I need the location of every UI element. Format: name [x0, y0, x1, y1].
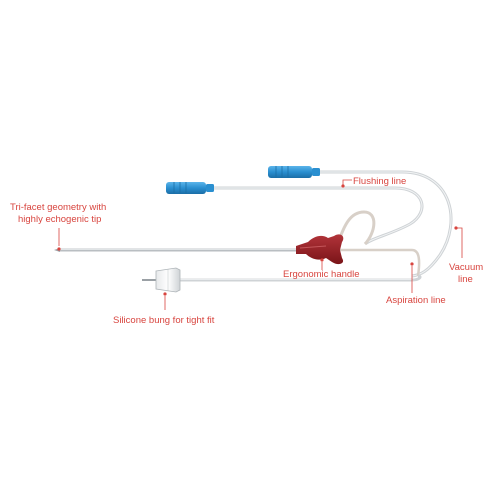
handle-outlet-tubing: [340, 248, 421, 277]
handle-marker: [320, 258, 324, 262]
handle-loop-tubing: [336, 210, 376, 246]
flushing-connector: [268, 166, 320, 178]
ergonomic-handle: [296, 234, 344, 265]
silicone-bung: [142, 267, 181, 293]
needle-shaft: [54, 248, 300, 252]
tip-label-line2: highly echogenic tip: [18, 214, 101, 225]
tip-label-line1: Tri-facet geometry with: [10, 202, 106, 213]
flushing-leader: [342, 179, 352, 186]
ergonomic-handle-label: Ergonomic handle: [283, 269, 360, 280]
bung-marker: [163, 292, 167, 296]
vacuum-leader: [456, 227, 463, 258]
silicone-bung-label: Silicone bung for tight fit: [113, 315, 215, 326]
flushing-line-label: Flushing line: [353, 176, 406, 187]
diagram-labels: Tri-facet geometry with highly echogenic…: [10, 176, 483, 326]
vacuum-line-label-line1: Vacuum: [449, 262, 483, 273]
bung-line-tubing: [180, 274, 422, 282]
aspiration-line-tubing: [212, 186, 424, 246]
callout-markers: [57, 179, 463, 310]
flushing-line-tubing: [318, 170, 453, 278]
aspiration-line-label: Aspiration line: [386, 295, 446, 306]
aspiration-connector: [166, 182, 214, 194]
tip-marker: [57, 247, 61, 251]
aspiration-marker: [410, 262, 414, 266]
vacuum-line-label-line2: line: [458, 274, 473, 285]
